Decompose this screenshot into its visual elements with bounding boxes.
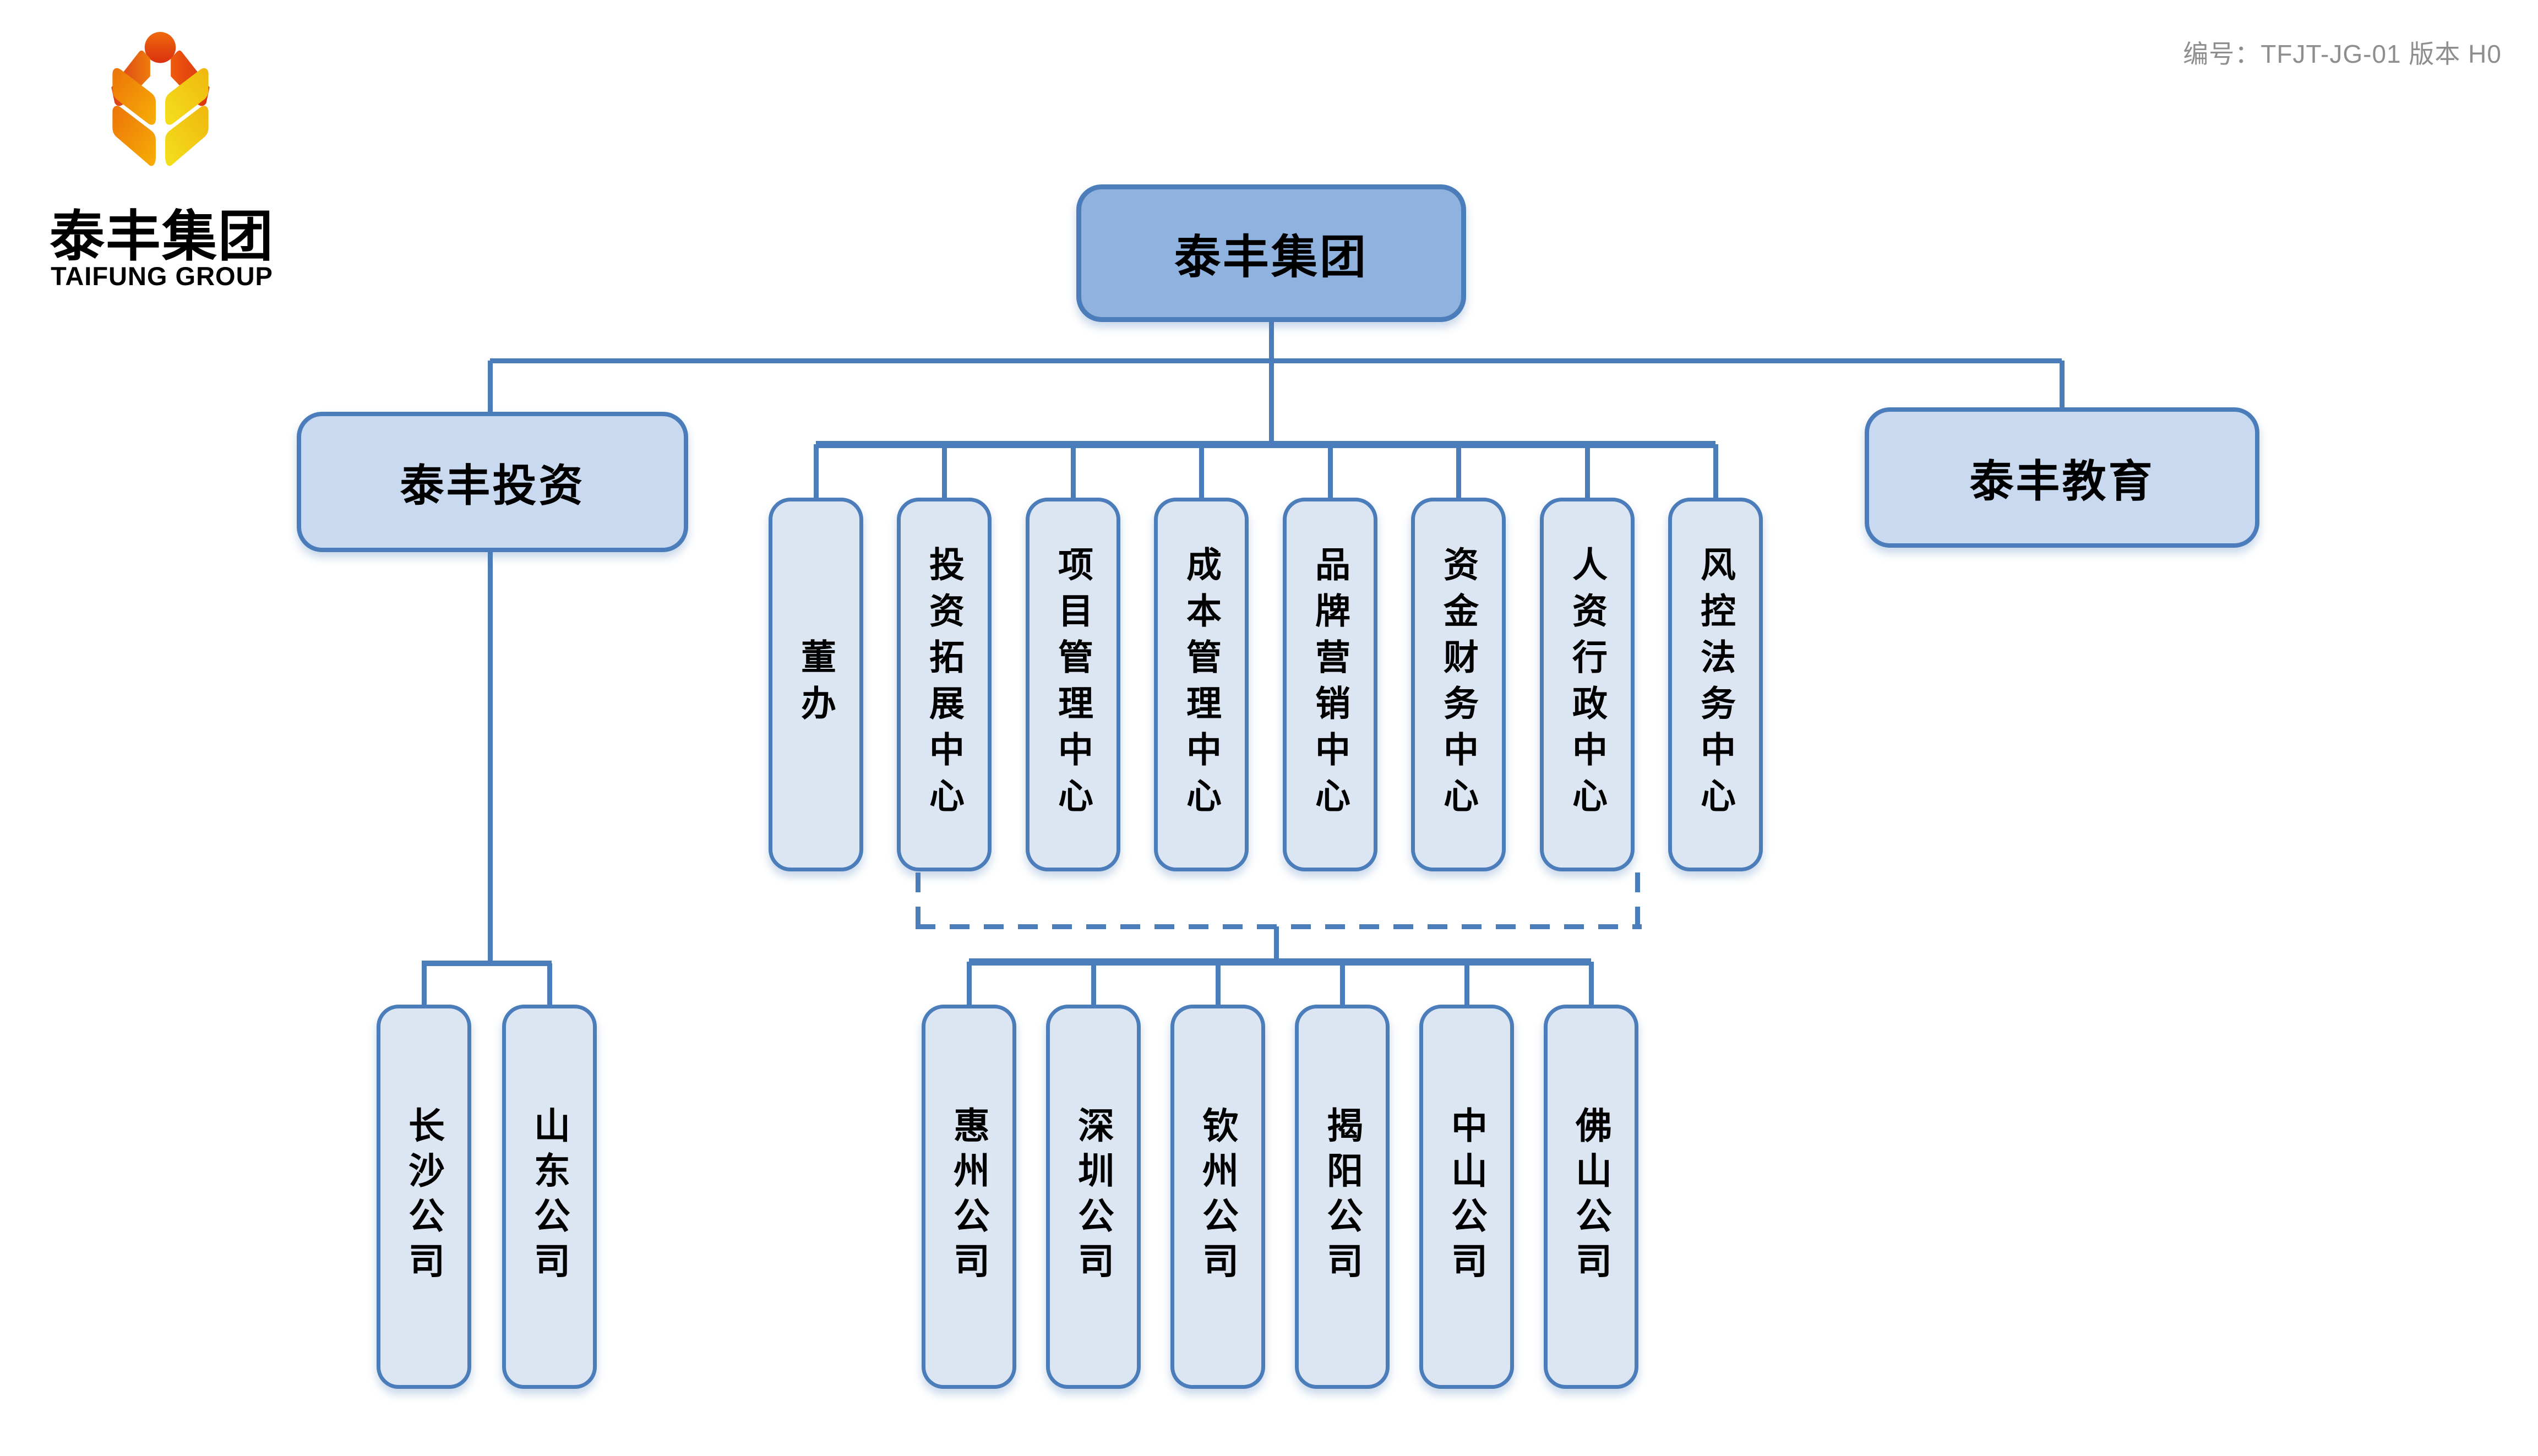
org-box-city-label: 惠州公司	[949, 1106, 989, 1287]
connector-vertical	[421, 963, 427, 1007]
connector-horizontal	[969, 958, 1591, 966]
connector-vertical	[1713, 444, 1718, 501]
org-box-dept-label: 董办	[796, 638, 836, 731]
connector-vertical	[1588, 962, 1594, 1007]
org-box-city-label: 钦州公司	[1197, 1106, 1238, 1287]
org-box-city-label: 佛山公司	[1571, 1106, 1611, 1287]
org-box-city: 钦州公司	[1170, 1005, 1265, 1389]
company-logo: 泰丰集团 TAIFUNG GROUP	[48, 29, 275, 298]
org-box-dept: 项目管理中心	[1026, 498, 1120, 871]
connector-horizontal	[816, 440, 1715, 448]
org-box-subsidiary-label: 长沙公司	[404, 1106, 444, 1287]
connector-vertical	[1584, 444, 1590, 501]
connector-vertical	[941, 444, 947, 501]
org-box-label: 泰丰教育	[1969, 456, 2155, 506]
org-box-dept-label: 风控法务中心	[1696, 546, 1735, 824]
org-box-dept: 人资行政中心	[1540, 498, 1635, 871]
org-box-dept: 资金财务中心	[1411, 498, 1506, 871]
org-box-dept-label: 项目管理中心	[1053, 546, 1093, 824]
org-box-city: 揭阳公司	[1295, 1005, 1390, 1389]
connector-vertical	[813, 444, 819, 501]
connector-vertical	[1091, 962, 1096, 1007]
org-box-taifung-investment: 泰丰投资	[297, 412, 688, 552]
connector-vertical	[487, 550, 493, 964]
dashed-connector-horizontal	[916, 924, 1642, 929]
org-box-dept: 风控法务中心	[1668, 498, 1763, 871]
org-box-dept-label: 人资行政中心	[1567, 546, 1607, 824]
org-box-subsidiary: 长沙公司	[377, 1005, 471, 1389]
org-box-city: 佛山公司	[1544, 1005, 1638, 1389]
dashed-connector-vertical	[915, 872, 921, 929]
connector-vertical	[1339, 962, 1345, 1007]
connector-horizontal	[490, 358, 2062, 363]
doc-code: 编号：TFJT-JG-01 版本 H0	[2183, 40, 2502, 68]
connector-vertical	[547, 963, 552, 1007]
org-box-city: 中山公司	[1419, 1005, 1514, 1389]
connector-vertical	[1070, 444, 1076, 501]
org-box-city-label: 揭阳公司	[1322, 1106, 1363, 1287]
org-box-root: 泰丰集团	[1076, 184, 1466, 322]
org-box-subsidiary-label: 山东公司	[529, 1106, 570, 1287]
connector-vertical	[1268, 319, 1274, 446]
org-box-root-label: 泰丰集团	[1174, 231, 1368, 283]
dashed-connector-vertical	[1635, 872, 1640, 929]
org-box-city: 深圳公司	[1046, 1005, 1141, 1389]
org-box-dept: 董办	[769, 498, 863, 871]
org-box-dept: 成本管理中心	[1154, 498, 1249, 871]
logo-title: 泰丰集团	[50, 206, 274, 268]
org-box-taifung-education: 泰丰教育	[1865, 407, 2259, 548]
org-box-dept-label: 成本管理中心	[1181, 546, 1221, 824]
org-box-dept: 品牌营销中心	[1283, 498, 1377, 871]
org-box-dept-label: 品牌营销中心	[1310, 546, 1350, 824]
logo-subtitle: TAIFUNG GROUP	[51, 261, 273, 291]
connector-horizontal	[422, 961, 552, 966]
connector-vertical	[1199, 444, 1204, 501]
org-box-city-label: 中山公司	[1446, 1106, 1487, 1287]
org-box-label: 泰丰投资	[400, 461, 585, 510]
connector-vertical	[2059, 361, 2065, 410]
org-box-subsidiary: 山东公司	[502, 1005, 597, 1389]
org-box-city-label: 深圳公司	[1073, 1106, 1114, 1287]
org-box-dept: 投资拓展中心	[897, 498, 992, 871]
connector-vertical	[1464, 962, 1469, 1007]
org-box-dept-label: 资金财务中心	[1439, 546, 1478, 824]
connector-vertical	[1456, 444, 1461, 501]
org-box-city: 惠州公司	[922, 1005, 1016, 1389]
connector-vertical	[1215, 962, 1221, 1007]
org-box-dept-label: 投资拓展中心	[924, 546, 964, 824]
connector-vertical	[487, 361, 493, 414]
wheat-logo-icon	[111, 32, 210, 166]
connector-vertical	[1273, 926, 1279, 964]
connector-vertical	[1327, 444, 1333, 501]
connector-vertical	[966, 962, 972, 1007]
